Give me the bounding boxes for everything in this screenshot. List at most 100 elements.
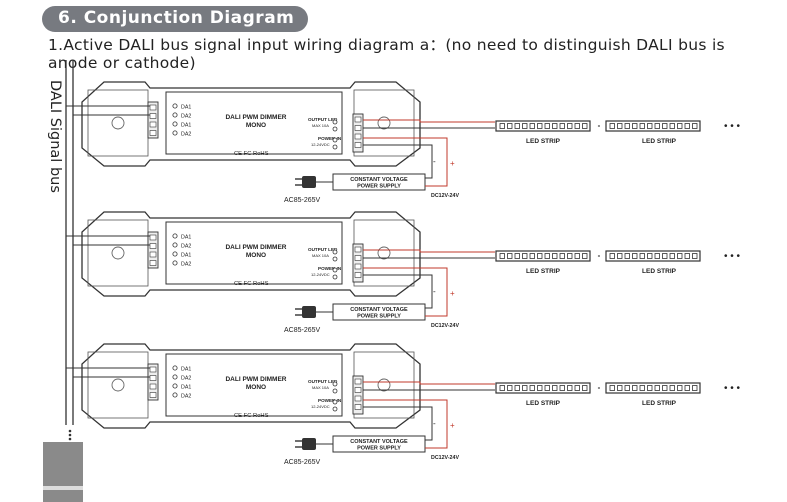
output-led-label: OUTPUT LED xyxy=(308,117,338,122)
section-header-bar xyxy=(42,6,308,32)
terminal-dot xyxy=(172,121,178,127)
terminal-dot xyxy=(172,112,178,118)
input-terminal-slot xyxy=(149,392,157,398)
cert-marks: CE FC RoHS xyxy=(234,281,269,287)
dimmer-title: DALI PWM DIMMER xyxy=(225,376,286,383)
led-chip xyxy=(499,385,505,391)
ac-plug-body xyxy=(302,438,316,450)
output-terminal-dot xyxy=(332,274,338,280)
led-strip-label-2: LED STRIP xyxy=(642,138,677,145)
dc-voltage-label: DC12V-24V xyxy=(431,323,459,329)
led-chip xyxy=(574,253,580,259)
dimmer-label-panel xyxy=(165,91,343,155)
psu-subtitle: POWER SUPPLY xyxy=(357,184,401,190)
input-terminal-slot xyxy=(149,375,157,381)
led-strip-label-1: LED STRIP xyxy=(526,138,561,145)
led-chip xyxy=(662,123,668,129)
terminal-dot xyxy=(172,103,178,109)
psu-plus-sign: + xyxy=(450,421,455,430)
terminal-label: DA2 xyxy=(181,376,191,382)
max-current-label: MAX 10A xyxy=(312,253,329,258)
led-strip-body xyxy=(605,250,701,262)
input-terminal-slot xyxy=(149,366,157,373)
output-terminal-dot xyxy=(332,399,338,405)
output-terminal-dot xyxy=(332,137,338,143)
terminal-label: DA2 xyxy=(181,244,191,250)
led-chip xyxy=(624,253,630,259)
led-chip xyxy=(617,385,623,391)
input-terminal-slot xyxy=(149,121,157,128)
led-chip xyxy=(544,385,550,391)
output-terminal-dot xyxy=(332,126,338,132)
corner-block xyxy=(43,442,83,502)
terminal-label: DA1 xyxy=(181,105,191,111)
led-chip xyxy=(647,253,653,259)
input-terminal-slot xyxy=(149,130,157,136)
terminal-dot xyxy=(172,392,178,398)
led-chip xyxy=(692,385,698,391)
psu-title: CONSTANT VOLTAGE xyxy=(350,177,408,183)
led-wire-positive xyxy=(363,119,495,123)
led-chip xyxy=(662,385,668,391)
led-chip xyxy=(552,123,558,129)
led-strip-label-1: LED STRIP xyxy=(526,400,561,407)
output-terminal-slot xyxy=(354,116,362,123)
led-chip xyxy=(559,385,565,391)
screw-hole-left xyxy=(111,116,125,130)
led-chip xyxy=(632,385,638,391)
strip-connector: - xyxy=(598,251,601,260)
led-strip-1 xyxy=(495,382,591,394)
led-strip-1 xyxy=(495,250,591,262)
led-chip xyxy=(574,123,580,129)
input-terminal-slot xyxy=(149,234,157,241)
output-terminal-dot xyxy=(332,267,338,273)
psu-plus-sign: + xyxy=(450,159,455,168)
led-chip xyxy=(617,253,623,259)
power-in-label: POWER IN xyxy=(318,266,342,271)
led-chip xyxy=(639,123,645,129)
led-chip xyxy=(692,123,698,129)
psu-minus-sign: - xyxy=(433,419,436,428)
strip-connector: - xyxy=(598,121,601,130)
output-terminal-slot xyxy=(354,142,362,148)
psu-plus-sign: + xyxy=(450,289,455,298)
psu-title: CONSTANT VOLTAGE xyxy=(350,307,408,313)
intro-text: 1.Active DALI bus signal input wiring di… xyxy=(48,36,725,72)
bus-continuation-dots xyxy=(68,429,72,441)
output-terminal-block xyxy=(352,243,364,283)
led-chip xyxy=(669,385,675,391)
ac-voltage-label: AC85-265V xyxy=(284,197,321,204)
led-chip xyxy=(567,123,573,129)
terminal-label: DA2 xyxy=(181,394,191,400)
dimmer-title: DALI PWM DIMMER xyxy=(225,114,286,121)
dimmer-model: MONO xyxy=(246,384,266,391)
led-chip xyxy=(499,253,505,259)
led-strip-label-1: LED STRIP xyxy=(526,268,561,275)
psu-title: CONSTANT VOLTAGE xyxy=(350,439,408,445)
led-chip xyxy=(507,253,513,259)
psu-wire-negative xyxy=(363,144,433,179)
led-chip xyxy=(529,253,535,259)
terminal-label: DA1 xyxy=(181,123,191,129)
terminal-dot xyxy=(172,233,178,239)
psu-wire-negative xyxy=(363,274,433,309)
terminal-dot xyxy=(172,383,178,389)
led-chip xyxy=(514,123,520,129)
led-chip xyxy=(684,253,690,259)
led-chip xyxy=(559,123,565,129)
dimmer-model: MONO xyxy=(246,122,266,129)
strip-connector: - xyxy=(598,383,601,392)
terminal-dot xyxy=(172,130,178,136)
led-strip-label-2: LED STRIP xyxy=(642,400,677,407)
led-strip-1 xyxy=(495,120,591,132)
output-terminal-dot xyxy=(332,144,338,150)
terminal-label: DA2 xyxy=(181,262,191,268)
power-voltage-label: 12-24VDC xyxy=(311,404,330,409)
input-terminal-slot xyxy=(149,260,157,266)
dc-voltage-label: DC12V-24V xyxy=(431,455,459,461)
led-chip xyxy=(632,253,638,259)
dimmer-model: MONO xyxy=(246,252,266,259)
psu-minus-sign: - xyxy=(433,287,436,296)
output-led-label: OUTPUT LED xyxy=(308,379,338,384)
